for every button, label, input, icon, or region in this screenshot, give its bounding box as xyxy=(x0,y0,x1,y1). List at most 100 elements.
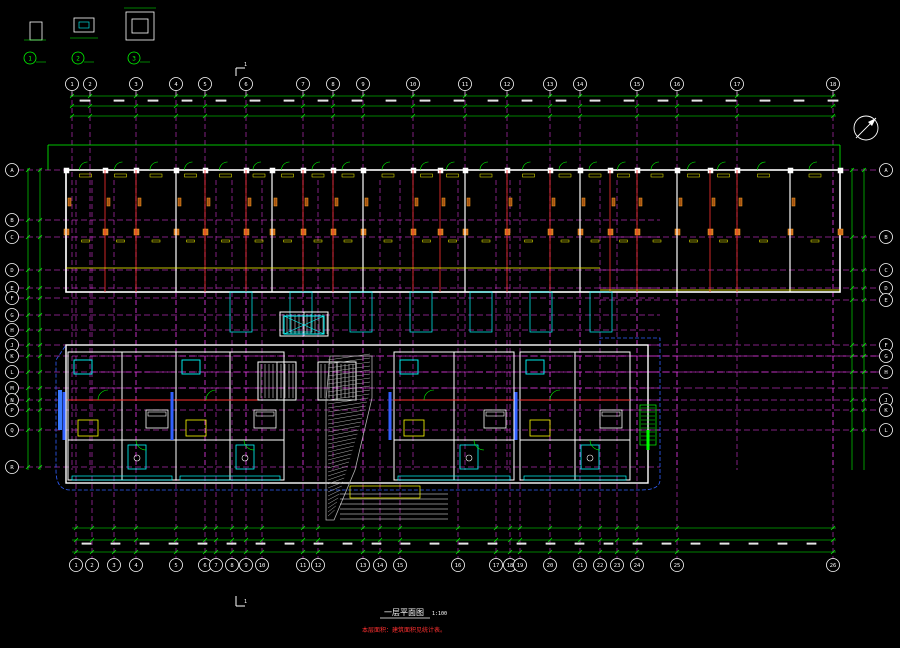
dimension-tick xyxy=(300,525,306,531)
dimension-tick xyxy=(37,327,43,333)
axis-bubble-bottom-circle xyxy=(670,558,684,572)
dimension-text-mark xyxy=(545,542,556,545)
balcony-rail xyxy=(397,475,511,481)
dimension-tick xyxy=(410,103,416,109)
dimension-tick xyxy=(37,217,43,223)
axis-bubble-left-label: E xyxy=(10,286,13,292)
axis-bubble-bottom-circle xyxy=(296,558,310,572)
axis-bubble-right-circle xyxy=(879,423,893,437)
drawing-scale: 1:100 xyxy=(432,611,447,617)
dimension-text-mark xyxy=(371,542,382,545)
dimension-tick xyxy=(89,525,95,531)
hatch-line xyxy=(327,497,339,505)
dimension-text-mark xyxy=(555,99,567,102)
axis-bubble-top: 18 xyxy=(826,77,840,91)
hatch-line xyxy=(327,505,336,513)
dimension-tick xyxy=(674,549,680,555)
room-label-mark xyxy=(341,173,355,178)
dimension-tick xyxy=(25,427,31,433)
axis-bubble-bottom-label: 18 xyxy=(507,563,514,569)
door-swing xyxy=(311,161,321,171)
axis-bubble-right-label: J xyxy=(884,398,887,404)
door-swing xyxy=(588,161,598,171)
pillow xyxy=(485,411,505,417)
room-label-mark xyxy=(281,173,294,178)
axis-bubble-left: D xyxy=(5,263,19,277)
axis-bubble-top: 9 xyxy=(356,77,370,91)
axis-bubble-bottom: 20 xyxy=(543,558,557,572)
sofa xyxy=(185,419,207,437)
dimension-tick xyxy=(37,285,43,291)
dimension-tick xyxy=(547,525,553,531)
axis-bubble-bottom: 24 xyxy=(630,558,644,572)
detail-marker-2: 2 xyxy=(70,17,98,65)
hatch-line xyxy=(327,437,357,445)
axis-bubble-bottom-label: 1 xyxy=(74,563,77,569)
balcony-rail xyxy=(71,475,173,481)
axis-bubble-bottom: 8 xyxy=(225,558,239,572)
hatch-line xyxy=(327,501,338,509)
column xyxy=(508,197,513,207)
column xyxy=(304,197,309,207)
axis-bubble-top-label: 3 xyxy=(134,82,137,88)
door-swing xyxy=(184,161,193,171)
dimension-text-mark xyxy=(748,542,759,545)
dimension-text-mark xyxy=(691,99,703,102)
dimension-tick xyxy=(243,103,249,109)
dimension-text-mark xyxy=(79,99,91,102)
axis-bubble-right-circle xyxy=(879,293,893,307)
axis-bubble-right-label: C xyxy=(884,268,887,274)
dimension-tick xyxy=(111,537,117,543)
dimension-lines xyxy=(25,93,867,555)
sofa xyxy=(529,419,551,437)
room-partitions xyxy=(62,161,840,481)
column xyxy=(551,197,556,207)
dimension-tick xyxy=(73,549,79,555)
toilet xyxy=(586,454,594,462)
room-tag xyxy=(116,239,125,243)
dimension-tick xyxy=(202,113,208,119)
dimension-tick xyxy=(37,342,43,348)
hatch-line xyxy=(327,481,344,489)
axis-bubble-bottom: 3 xyxy=(107,558,121,572)
room-label-mark xyxy=(617,173,630,178)
dimension-tick xyxy=(410,113,416,119)
detail-sketch-inner xyxy=(131,18,149,34)
column xyxy=(707,167,714,174)
dimension-text-mark xyxy=(725,99,737,102)
axis-bubble-left-circle xyxy=(5,365,19,379)
door-swing xyxy=(757,161,766,171)
dimension-tick xyxy=(861,353,867,359)
axis-bubble-bottom: 17 xyxy=(489,558,503,572)
dimension-tick xyxy=(315,525,321,531)
hatch-line xyxy=(327,401,368,409)
hatch-line xyxy=(327,361,371,369)
column xyxy=(133,228,140,236)
hatch-line xyxy=(327,377,371,385)
dimension-tick xyxy=(507,525,513,531)
room-tag xyxy=(221,239,230,243)
column xyxy=(206,197,211,207)
dimension-tick xyxy=(37,353,43,359)
axis-bubble-bottom-label: 19 xyxy=(517,563,524,569)
room-tag xyxy=(481,239,491,243)
column xyxy=(300,228,307,236)
door-swing xyxy=(549,389,561,401)
column xyxy=(202,167,209,174)
axis-bubble-top: 11 xyxy=(458,77,472,91)
door-swing xyxy=(717,161,726,171)
lower-block-walls xyxy=(65,344,649,484)
axis-bubble-left-label: P xyxy=(10,408,14,414)
dimension-text-mark xyxy=(400,542,411,545)
column xyxy=(607,167,614,174)
axis-bubble-bottom-circle xyxy=(489,558,503,572)
dimension-tick xyxy=(243,537,249,543)
axis-bubble-left: F xyxy=(5,291,19,305)
door-swing xyxy=(97,389,109,401)
room-label-mark xyxy=(588,173,602,178)
dimension-tick xyxy=(674,113,680,119)
dimension-tick xyxy=(360,549,366,555)
kitchen-counter xyxy=(399,359,419,375)
toilet xyxy=(465,454,473,462)
hatch-line xyxy=(327,405,366,413)
